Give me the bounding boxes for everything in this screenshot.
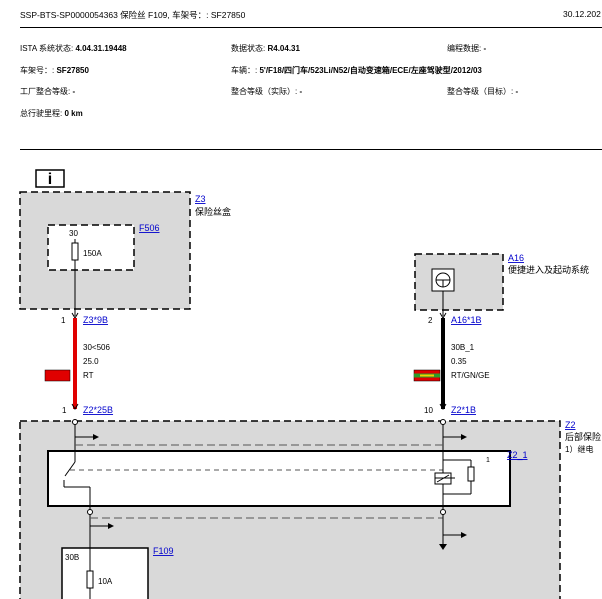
target-integration-level: 整合等级（目标）: - bbox=[447, 87, 519, 96]
wire-right-color: RT/GN/GE bbox=[451, 371, 490, 380]
z2-note: 1）继电 bbox=[565, 444, 593, 454]
wire-right-signal: 30B_1 bbox=[451, 343, 475, 352]
mileage: 总行驶里程: 0 km bbox=[20, 109, 83, 118]
section-rule bbox=[20, 149, 602, 150]
f506-fuse-symbol bbox=[71, 242, 79, 261]
steering-wheel-icon bbox=[431, 268, 455, 292]
factory-integration-level: 工厂整合等级: - bbox=[20, 87, 76, 96]
z2-1-pin: 1 bbox=[486, 457, 490, 464]
programming-data: 编程数据: - bbox=[447, 44, 487, 53]
a16-module bbox=[414, 253, 504, 311]
z3-name: 保险丝盒 bbox=[195, 206, 231, 217]
wire-left-signal: 30<506 bbox=[83, 343, 110, 352]
f506-pin: 30 bbox=[69, 229, 78, 238]
f109-pin: 30B bbox=[65, 553, 79, 562]
z3-link[interactable]: Z3 bbox=[195, 194, 206, 204]
svg-text:i: i bbox=[48, 171, 52, 188]
wire-left-top-connector[interactable]: Z3*9B bbox=[83, 315, 108, 325]
z2-1-relay bbox=[47, 450, 511, 507]
wire-left-top-pin: 1 bbox=[61, 316, 66, 325]
wire-right-top-pin: 2 bbox=[428, 316, 433, 325]
actual-integration-level: 整合等级（实际）: - bbox=[231, 87, 303, 96]
wire-left-color-swatch bbox=[44, 369, 71, 382]
ground-icon bbox=[439, 544, 447, 550]
f109-fuse-symbol bbox=[86, 570, 94, 589]
wire-left-bottom-pin: 1 bbox=[62, 406, 67, 415]
vehicle: 车辆：: 5'/F18/四门车/523Li/N52/自动变速箱/ECE/左座驾驶… bbox=[231, 66, 482, 75]
z2-1-link[interactable]: Z2_1 bbox=[507, 450, 528, 460]
f109-fuse-frame bbox=[61, 547, 149, 599]
z2-link[interactable]: Z2 bbox=[565, 420, 576, 430]
f109-rating: 10A bbox=[98, 577, 113, 586]
wire-left-color: RT bbox=[83, 371, 94, 380]
wire-left-bottom-connector[interactable]: Z2*25B bbox=[83, 405, 113, 415]
wire-right-bottom-pin: 10 bbox=[424, 406, 433, 415]
document-date: 30.12.202 bbox=[563, 9, 601, 19]
info-icon[interactable]: i bbox=[35, 169, 65, 188]
f506-fuse-frame bbox=[47, 224, 135, 271]
a16-link[interactable]: A16 bbox=[508, 253, 524, 263]
f506-rating: 150A bbox=[83, 249, 102, 258]
f109-link[interactable]: F109 bbox=[153, 546, 174, 556]
a16-name: 便捷进入及起动系统 bbox=[508, 264, 589, 275]
f506-link[interactable]: F506 bbox=[139, 223, 160, 233]
wire-right-size: 0.35 bbox=[451, 357, 467, 366]
z2-name: 后部保险 bbox=[565, 431, 601, 442]
document-title: SSP-BTS-SP0000054363 保险丝 F109, 车架号：: SF2… bbox=[20, 10, 246, 20]
wire-right-top-connector[interactable]: A16*1B bbox=[451, 315, 482, 325]
wire-left-size: 25.0 bbox=[83, 357, 99, 366]
wire-right-color-swatch bbox=[413, 369, 441, 382]
ista-status: ISTA 系统状态: 4.04.31.19448 bbox=[20, 44, 127, 53]
wire-right-bottom-connector[interactable]: Z2*1B bbox=[451, 405, 476, 415]
header-rule bbox=[20, 27, 602, 28]
data-status: 数据状态: R4.04.31 bbox=[231, 44, 300, 53]
vin: 车架号：: SF27850 bbox=[20, 66, 89, 75]
